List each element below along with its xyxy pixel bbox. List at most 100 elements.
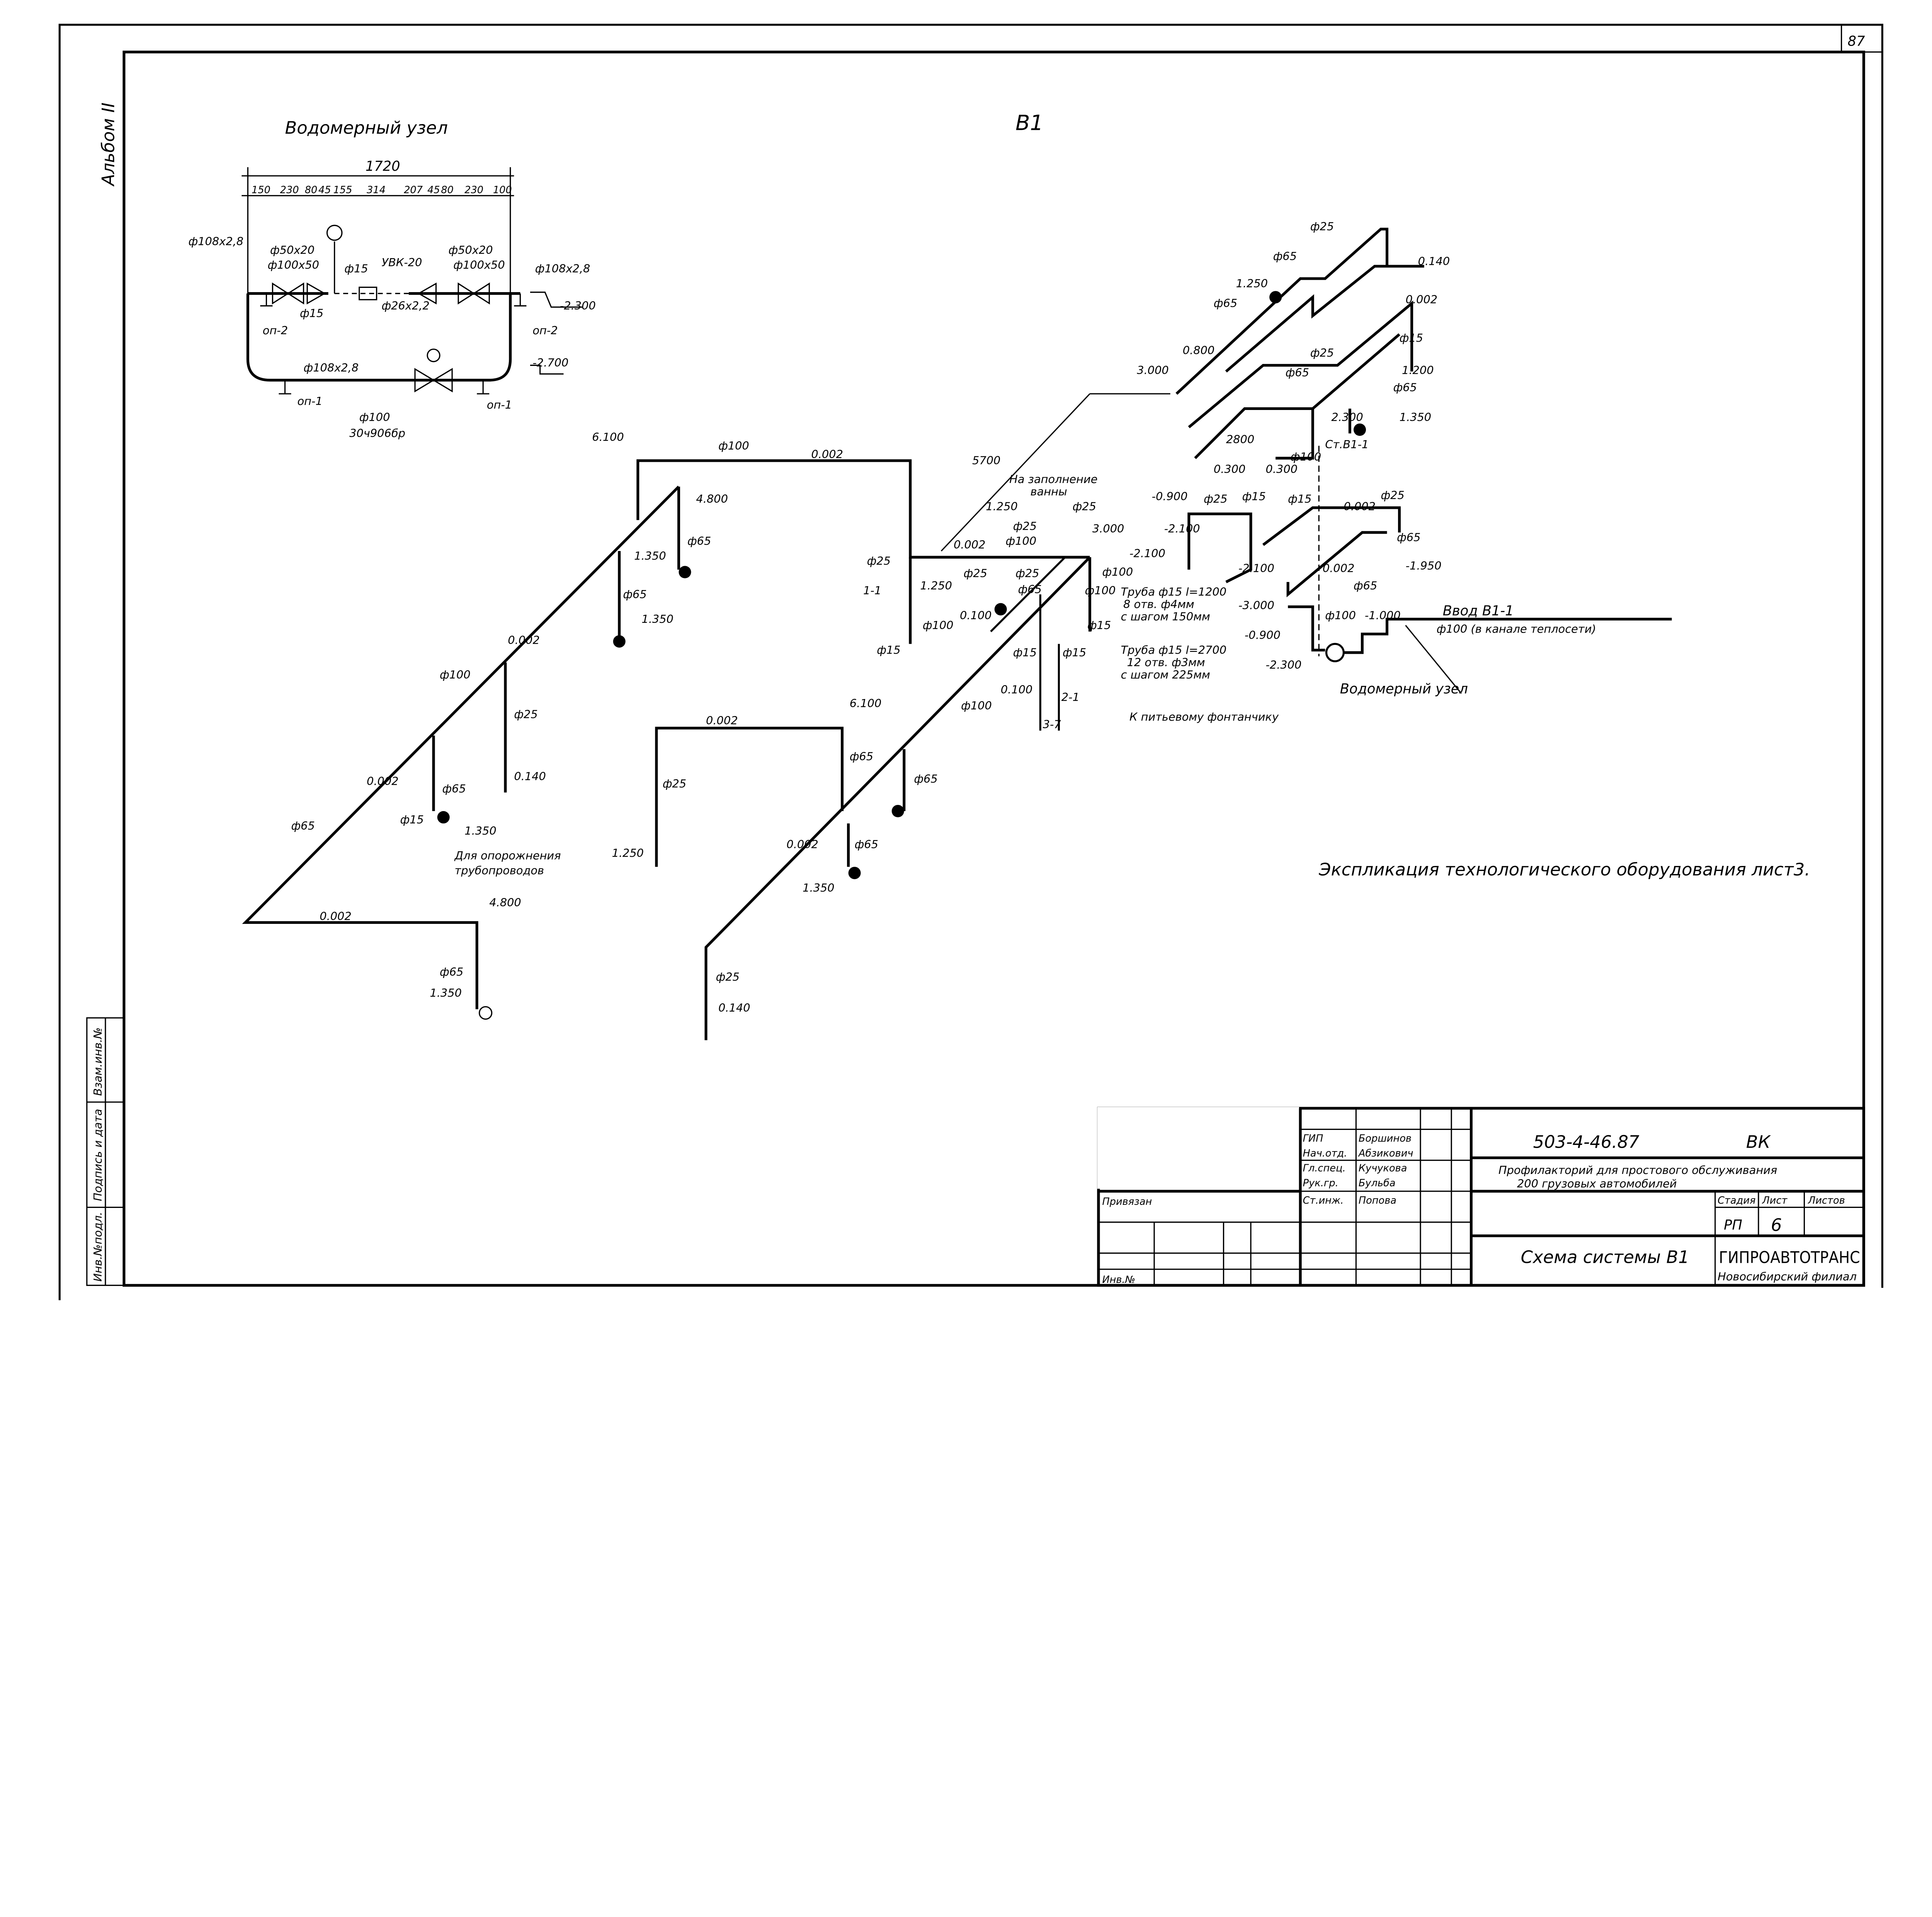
svg-text:оп-1: оп-1 <box>298 395 323 408</box>
svg-text:45: 45 <box>427 184 440 196</box>
stamp-replace: Взам.инв.№ <box>91 1027 104 1096</box>
title-block <box>1097 1107 1865 1287</box>
svg-text:12 отв. ф3мм: 12 отв. ф3мм <box>1127 656 1205 669</box>
svg-text:0.140: 0.140 <box>718 1001 750 1014</box>
svg-text:оп-2: оп-2 <box>263 324 288 337</box>
svg-text:ф100: ф100 <box>961 699 992 712</box>
svg-text:Боршинов: Боршинов <box>1359 1133 1412 1145</box>
dim-total: 1720 <box>366 158 400 174</box>
doc-mark: ВК <box>1746 1132 1771 1152</box>
stage-value: РП <box>1724 1217 1742 1233</box>
svg-text:ф25: ф25 <box>514 708 537 721</box>
svg-text:4.800: 4.800 <box>489 896 521 909</box>
svg-text:ф108x2,8: ф108x2,8 <box>304 361 359 374</box>
svg-text:с шагом 150мм: с шагом 150мм <box>1121 610 1210 623</box>
svg-text:1.350: 1.350 <box>430 987 462 1000</box>
svg-text:100: 100 <box>493 184 512 196</box>
svg-text:ф100: ф100 <box>1006 534 1037 548</box>
svg-text:230: 230 <box>464 184 483 196</box>
svg-text:ф65: ф65 <box>1018 583 1042 596</box>
svg-text:0.300: 0.300 <box>1214 463 1246 476</box>
dims: 150 230 80 45 155 314 207 45 80 230 100 <box>252 184 512 196</box>
svg-text:155: 155 <box>333 184 352 196</box>
svg-text:0.002: 0.002 <box>811 448 843 461</box>
svg-text:ф100: ф100 <box>1291 450 1321 463</box>
input-sub: ф100 (в канале теплосети) <box>1437 623 1596 636</box>
svg-text:ванны: ванны <box>1031 485 1067 498</box>
project-name-2: 200 грузовых автомобилей <box>1517 1177 1677 1190</box>
svg-text:1.350: 1.350 <box>641 612 673 626</box>
svg-text:Рук.гр.: Рук.гр. <box>1303 1177 1338 1189</box>
svg-text:Ст.В1-1: Ст.В1-1 <box>1325 438 1369 451</box>
title-block-text: ГИП Нач.отд. Гл.спец. Рук.гр. Ст.инж. Бо… <box>1102 1133 1845 1286</box>
svg-text:0.002: 0.002 <box>954 538 986 551</box>
svg-text:3.000: 3.000 <box>1137 364 1169 377</box>
svg-text:1.200: 1.200 <box>1402 364 1434 377</box>
org-name: ГИПРОАВТОТРАНС <box>1719 1248 1860 1267</box>
meter-node-diagram <box>242 167 582 395</box>
input-label: Ввод В1-1 <box>1443 603 1514 619</box>
system-title: В1 <box>1015 110 1043 135</box>
svg-text:оп-1: оп-1 <box>487 398 512 412</box>
pipe-network <box>242 393 1170 1040</box>
svg-text:ф25: ф25 <box>1310 220 1334 233</box>
svg-text:ф15: ф15 <box>1242 490 1266 503</box>
svg-text:-1.950: -1.950 <box>1406 559 1442 572</box>
svg-text:ф15: ф15 <box>1288 492 1311 505</box>
page-number: 87 <box>1848 34 1865 49</box>
svg-text:Лист: Лист <box>1762 1195 1788 1206</box>
meter-node-title: Водомерный узел <box>285 117 447 138</box>
svg-text:ф108x2,8: ф108x2,8 <box>535 262 590 275</box>
svg-text:207: 207 <box>404 184 423 196</box>
svg-text:ф25: ф25 <box>1073 500 1096 513</box>
main-labels: 6.100 ф100 0.002 4.800 ф65 1.350 ф65 1.3… <box>291 430 1279 1014</box>
svg-text:0.140: 0.140 <box>1418 255 1450 268</box>
svg-text:45: 45 <box>318 184 331 196</box>
svg-text:ф15: ф15 <box>877 643 900 657</box>
svg-text:ф50x20: ф50x20 <box>448 243 493 257</box>
svg-text:ф15: ф15 <box>1400 331 1423 344</box>
svg-text:8 отв. ф4мм: 8 отв. ф4мм <box>1123 597 1194 611</box>
svg-text:ф65: ф65 <box>442 782 466 795</box>
svg-text:УВК-20: УВК-20 <box>381 256 422 269</box>
svg-text:0.002: 0.002 <box>508 633 540 646</box>
svg-text:-2.300: -2.300 <box>560 299 596 312</box>
svg-text:0.002: 0.002 <box>320 910 352 923</box>
sheet-value: 6 <box>1771 1214 1782 1235</box>
svg-text:6.100: 6.100 <box>592 430 624 444</box>
svg-text:ф65: ф65 <box>1397 531 1420 544</box>
stamp-inv: Инв.№подл. <box>91 1212 104 1282</box>
svg-text:ф65: ф65 <box>855 838 878 851</box>
svg-text:80: 80 <box>441 184 454 196</box>
svg-text:Стадия: Стадия <box>1718 1195 1755 1206</box>
svg-text:Гл.спец.: Гл.спец. <box>1303 1163 1346 1174</box>
svg-text:Попова: Попова <box>1359 1195 1396 1206</box>
drawing-name: Схема системы В1 <box>1521 1247 1689 1267</box>
svg-text:Привязан: Привязан <box>1102 1196 1152 1208</box>
album-label: Альбом II <box>98 102 118 187</box>
svg-text:ф25: ф25 <box>1310 346 1334 359</box>
svg-text:Инв.№: Инв.№ <box>1102 1274 1136 1286</box>
svg-text:ф65: ф65 <box>1393 381 1417 394</box>
svg-text:-0.900: -0.900 <box>1152 490 1188 503</box>
svg-text:ф65: ф65 <box>1214 297 1237 310</box>
svg-text:ф65: ф65 <box>1354 579 1377 592</box>
svg-text:1.250: 1.250 <box>920 579 952 592</box>
svg-text:оп-2: оп-2 <box>532 324 558 337</box>
svg-text:ф65: ф65 <box>291 819 315 832</box>
svg-text:ф100x50: ф100x50 <box>268 258 319 271</box>
explication-note: Экспликация технологического оборудовани… <box>1318 859 1810 880</box>
iso-labels: ф25 ф65 0.140 1.250 ф65 0.002 0.800 3.00… <box>1137 220 1450 671</box>
svg-text:314: 314 <box>367 184 386 196</box>
svg-text:-2.700: -2.700 <box>532 356 568 369</box>
svg-text:ф15: ф15 <box>344 262 368 275</box>
svg-text:1.250: 1.250 <box>1236 277 1268 290</box>
svg-text:1.350: 1.350 <box>1400 411 1432 424</box>
svg-text:-2.100: -2.100 <box>1129 547 1165 560</box>
svg-text:ф25: ф25 <box>1204 492 1227 505</box>
svg-text:ф100: ф100 <box>1325 609 1356 622</box>
svg-text:150: 150 <box>252 184 270 196</box>
svg-text:ф100: ф100 <box>923 619 954 632</box>
sheet-frame <box>58 24 1883 1300</box>
svg-text:ф15: ф15 <box>1063 646 1086 659</box>
